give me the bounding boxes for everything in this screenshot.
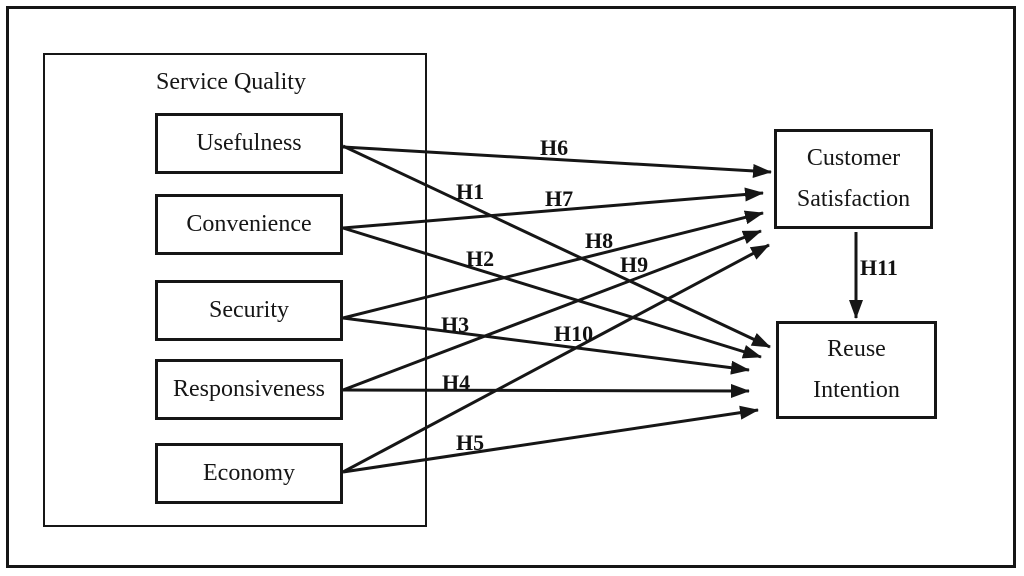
hypothesis-label-H2: H2 [466,246,495,271]
dimension-box-security: Security [155,280,343,341]
outer-border [6,6,1016,568]
dimension-box-convenience: Convenience [155,194,343,255]
dimension-box-economy: Economy [155,443,343,504]
hypothesis-label-H8: H8 [585,228,614,253]
dimension-box-usefulness: Usefulness [155,113,343,174]
hypothesis-label-H7: H7 [545,186,574,211]
dimension-box-responsiveness: Responsiveness [155,359,343,420]
hypothesis-label-H9: H9 [620,252,649,277]
reuse-intention-box: Reuse Intention [776,321,937,419]
customer-satisfaction-box: Customer Satisfaction [774,129,933,229]
hypothesis-label-H5: H5 [456,430,485,455]
hypothesis-label-H10: H10 [554,321,594,346]
hypothesis-label-H1: H1 [456,179,485,204]
service-quality-title: Service Quality [156,69,306,95]
hypothesis-label-H4: H4 [442,370,471,395]
hypothesis-label-H3: H3 [441,312,470,337]
hypothesis-label-H11: H11 [860,255,898,280]
hypothesis-label-H6: H6 [540,135,569,160]
